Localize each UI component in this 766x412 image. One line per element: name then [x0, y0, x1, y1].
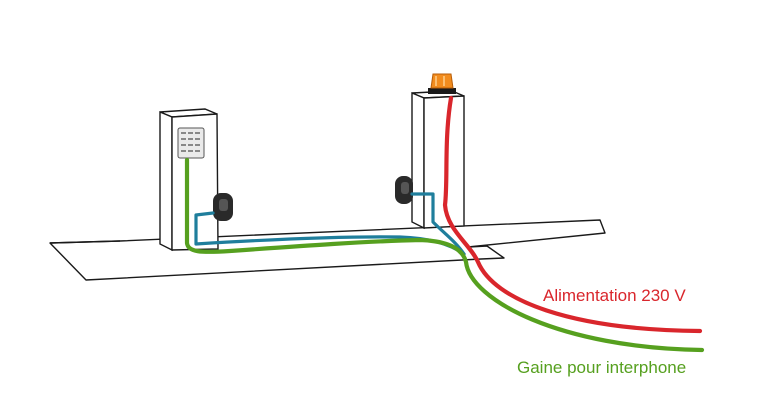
- power-supply-label: Alimentation 230 V: [543, 286, 686, 305]
- cable-trench: [49, 219, 606, 281]
- photocell-right-icon: [395, 176, 413, 204]
- intercom-sheath-cable: [184, 157, 705, 353]
- photocell-left-icon: [213, 193, 233, 221]
- power-cable: [442, 95, 703, 334]
- right-pillar: [411, 90, 465, 230]
- warning-light-icon: [428, 73, 456, 94]
- intercom-sheath-label: Gaine pour interphone: [517, 358, 687, 377]
- intercom-keypad-icon: [177, 127, 205, 159]
